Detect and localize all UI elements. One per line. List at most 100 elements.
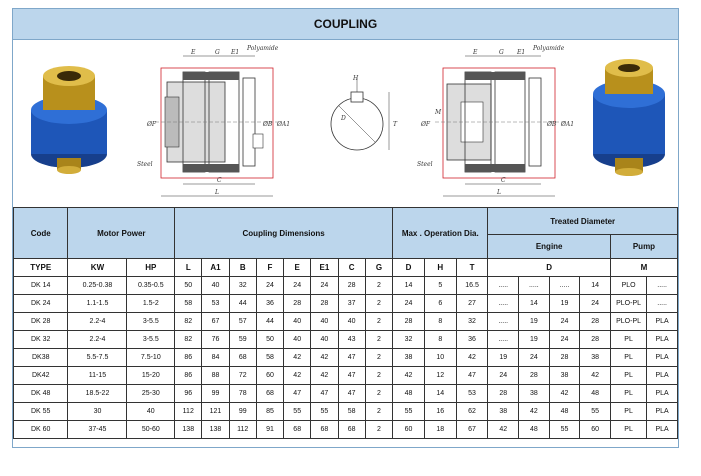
cell-kw: 2.2-4 [67, 312, 128, 331]
col-kw: KW [67, 258, 128, 277]
col-E1: E1 [310, 258, 339, 277]
keyway-drawing: H D T [330, 75, 398, 151]
dim-label-E1: E1 [230, 49, 239, 56]
cell-p2: PLA [646, 330, 678, 349]
cell-e1: 24 [487, 366, 520, 385]
cell-E1: 24 [310, 276, 339, 295]
dim-label-C: C [217, 177, 222, 184]
cell-p1: PL [609, 330, 648, 349]
dim-label-T: T [393, 121, 398, 128]
cell-C: 40 [337, 312, 366, 331]
cell-A1: 53 [201, 294, 230, 313]
cell-A1: 138 [201, 420, 230, 439]
polyamide-label-right: Polyamide [532, 45, 565, 52]
col-F: F [255, 258, 285, 277]
col-type: TYPE [12, 258, 69, 277]
dim-label-E: E [190, 49, 196, 56]
dim-label-G: G [215, 49, 220, 56]
dim-label-phiF: ØF [146, 121, 157, 128]
cell-e4: 42 [579, 366, 611, 385]
cell-L: 112 [174, 402, 203, 421]
cell-type: DK 24 [12, 294, 69, 313]
cell-B: 32 [228, 276, 257, 295]
cell-F: 58 [255, 348, 285, 367]
cell-hp: 50-60 [126, 420, 176, 439]
cell-E1: 28 [310, 294, 339, 313]
col-C: C [337, 258, 366, 277]
header-coupling-dimensions: Coupling Dimensions [174, 207, 394, 259]
cell-type: DK 32 [12, 330, 69, 349]
cell-C: 47 [337, 366, 366, 385]
cell-D: 24 [392, 294, 425, 313]
cell-kw: 18.5-22 [67, 384, 128, 403]
col-pump-m: M [609, 258, 679, 277]
dim-label-E1-right: E1 [516, 49, 525, 56]
cell-G: 2 [364, 330, 394, 349]
cell-A1: 76 [201, 330, 230, 349]
cell-E1: 42 [310, 366, 339, 385]
cell-e4: 28 [579, 330, 611, 349]
cell-type: DK 48 [12, 384, 69, 403]
cell-type: DK 60 [12, 420, 69, 439]
cell-p1: PL [609, 402, 648, 421]
cell-F: 68 [255, 384, 285, 403]
cell-E: 40 [283, 330, 312, 349]
cell-type: DK 14 [12, 276, 69, 295]
cell-p1: PL [609, 420, 648, 439]
cell-e1: ..... [487, 312, 520, 331]
cell-H: 12 [423, 366, 457, 385]
dim-label-L-right: L [496, 189, 501, 196]
cell-C: 37 [337, 294, 366, 313]
cell-G: 2 [364, 366, 394, 385]
col-engine-d: D [487, 258, 611, 277]
cell-p2: ..... [646, 294, 678, 313]
dim-label-phiB: ØB [262, 121, 273, 128]
cell-type: DK 55 [12, 402, 69, 421]
header-motor-power: Motor Power [67, 207, 176, 259]
cell-G: 2 [364, 402, 394, 421]
cell-E: 55 [283, 402, 312, 421]
cell-p1: PLO-PL [609, 294, 648, 313]
cell-T: 47 [455, 366, 489, 385]
cell-e1: 19 [487, 348, 520, 367]
cell-B: 99 [228, 402, 257, 421]
cell-B: 57 [228, 312, 257, 331]
dim-label-E-right: E [472, 49, 478, 56]
cell-e1: 38 [487, 402, 520, 421]
cell-T: 16.5 [455, 276, 489, 295]
steel-label-right: Steel [417, 161, 433, 168]
cell-B: 112 [228, 420, 257, 439]
cell-L: 86 [174, 348, 203, 367]
cell-C: 47 [337, 384, 366, 403]
cell-e4: 38 [579, 348, 611, 367]
cell-e1: 28 [487, 384, 520, 403]
cell-F: 60 [255, 366, 285, 385]
cell-A1: 88 [201, 366, 230, 385]
cell-e2: 24 [518, 348, 550, 367]
cell-T: 32 [455, 312, 489, 331]
col-T: T [455, 258, 489, 277]
coupling-photo-left [31, 66, 107, 174]
cell-hp: 7.5-10 [126, 348, 176, 367]
cell-H: 5 [423, 276, 457, 295]
col-L: L [174, 258, 203, 277]
cell-E1: 68 [310, 420, 339, 439]
cell-kw: 1.1-1.5 [67, 294, 128, 313]
cell-type: DK38 [12, 348, 69, 367]
cell-e3: 19 [548, 294, 581, 313]
cell-E1: 42 [310, 348, 339, 367]
cell-A1: 40 [201, 276, 230, 295]
cell-A1: 121 [201, 402, 230, 421]
cell-L: 82 [174, 312, 203, 331]
cell-hp: 40 [126, 402, 176, 421]
col-H: H [423, 258, 457, 277]
cell-e4: 28 [579, 312, 611, 331]
cell-C: 43 [337, 330, 366, 349]
cell-F: 85 [255, 402, 285, 421]
cell-type: DK42 [12, 366, 69, 385]
cell-B: 72 [228, 366, 257, 385]
